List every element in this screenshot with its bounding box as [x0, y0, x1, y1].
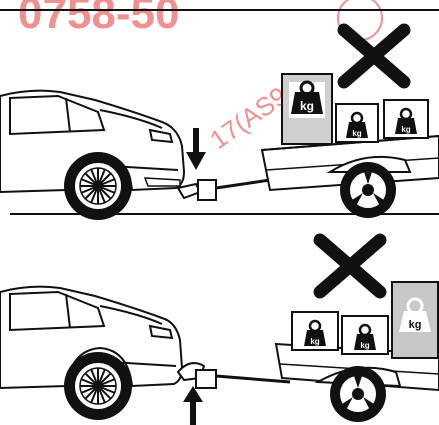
car [0, 287, 182, 420]
cargo-box-small: kg [342, 316, 388, 354]
cargo-box-large: kg [392, 282, 438, 358]
x-mark-icon [344, 30, 404, 82]
panel-rear-heavy: kg kg kg [0, 240, 439, 425]
weight-label: kg [409, 319, 422, 331]
weight-label: kg [310, 337, 319, 346]
weight-label: kg [300, 99, 314, 113]
cargo-box-small: kg [384, 100, 428, 138]
cargo-box-large: kg [282, 74, 332, 144]
arrow-up-icon [183, 386, 203, 425]
car [0, 91, 184, 220]
trailer [262, 136, 439, 218]
cargo-box-small: kg [292, 312, 338, 350]
svg-text:0758-50: 0758-50 [18, 0, 179, 38]
arrow-down-icon [186, 128, 206, 170]
weight-label: kg [401, 125, 410, 134]
cargo-box-small: kg [336, 104, 378, 142]
weight-label: kg [352, 129, 361, 138]
hitch [178, 180, 270, 200]
weight-label: kg [360, 341, 369, 350]
hitch [178, 363, 290, 388]
x-mark-icon [320, 240, 380, 292]
